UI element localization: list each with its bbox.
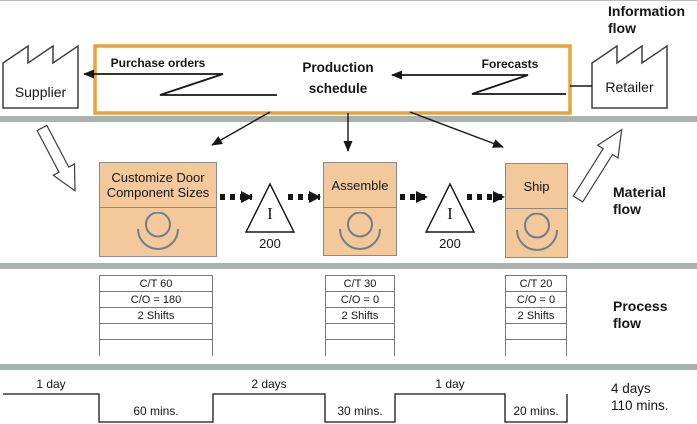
inbound-material-arrow [36, 124, 76, 193]
forecasts-arrow [391, 70, 566, 95]
timeline-segment-label: 1 day [435, 377, 465, 391]
divider-bar-process [0, 364, 697, 370]
process-box-ship: Ship [505, 163, 568, 258]
purchase-orders-arrow [83, 69, 277, 96]
inventory-symbol-2: I [447, 204, 453, 223]
timeline-line [3, 393, 568, 423]
operator-icon [515, 213, 558, 251]
retailer-factory-icon [591, 44, 668, 109]
process-box-customize: Customize Door Component Sizes [99, 162, 217, 257]
inventory-triangle-1 [244, 182, 296, 233]
process-box-assemble: Assemble [323, 162, 397, 256]
table-cell-co: C/O = 0 [326, 292, 394, 308]
production-schedule-frame [93, 44, 572, 115]
forecasts-label: Forecasts [481, 57, 539, 71]
divider-bar-material [0, 263, 697, 269]
table-cell-empty [100, 340, 212, 356]
process-box-label: Customize Door Component Sizes [100, 163, 216, 208]
process-box-label: Assemble [324, 163, 396, 208]
table-cell-ct: C/T 30 [326, 276, 394, 292]
inventory-triangle-2 [424, 182, 476, 233]
table-cell-ct: C/T 60 [100, 276, 212, 292]
timeline-totals: 4 days 110 mins. [611, 380, 697, 414]
data-table-ship: C/T 20 C/O = 0 2 Shifts [505, 275, 567, 356]
data-table-assemble: C/T 30 C/O = 0 2 Shifts [325, 275, 395, 356]
timeline-segment-label: 60 mins. [133, 404, 179, 418]
table-cell-co: C/O = 0 [506, 292, 566, 308]
timeline-segment-label: 30 mins. [337, 404, 383, 418]
outbound-material-arrow [572, 128, 623, 203]
inventory-qty-2: 200 [439, 236, 461, 251]
data-table-customize: C/T 60 C/O = 180 2 Shifts [99, 275, 213, 356]
schedule-arrow-to-customize [211, 111, 271, 146]
process-flow-label: Process flow [613, 298, 668, 331]
timeline-segment-label: 2 days [251, 377, 287, 391]
timeline-total-mins: 110 mins. [611, 398, 669, 413]
schedule-arrow-to-ship [409, 111, 504, 148]
operator-icon [137, 212, 179, 250]
timeline-segment-label: 20 mins. [513, 404, 559, 418]
inventory-symbol-1: I [267, 204, 273, 223]
purchase-orders-label: Purchase orders [110, 56, 206, 70]
table-cell-co: C/O = 180 [100, 292, 212, 308]
table-cell-ct: C/T 20 [506, 276, 566, 292]
table-cell-empty [326, 324, 394, 340]
timeline-segment-label: 1 day [36, 377, 66, 391]
inventory-qty-1: 200 [259, 236, 281, 251]
production-schedule-title: Production schedule [302, 60, 374, 96]
material-flow-label: Material flow [613, 184, 666, 217]
supplier-factory-icon [2, 44, 79, 109]
table-cell-empty [506, 340, 566, 356]
process-box-label: Ship [506, 164, 567, 209]
table-cell-shifts: 2 Shifts [100, 308, 212, 324]
table-cell-shifts: 2 Shifts [326, 308, 394, 324]
table-cell-empty [506, 324, 566, 340]
table-cell-empty [100, 324, 212, 340]
table-cell-empty [326, 340, 394, 356]
table-cell-shifts: 2 Shifts [506, 308, 566, 324]
supplier-label: Supplier [14, 84, 67, 100]
timeline-total-days: 4 days [611, 381, 651, 396]
operator-icon [339, 211, 381, 250]
information-flow-label: Information flow [608, 3, 685, 36]
retailer-label: Retailer [605, 79, 654, 95]
